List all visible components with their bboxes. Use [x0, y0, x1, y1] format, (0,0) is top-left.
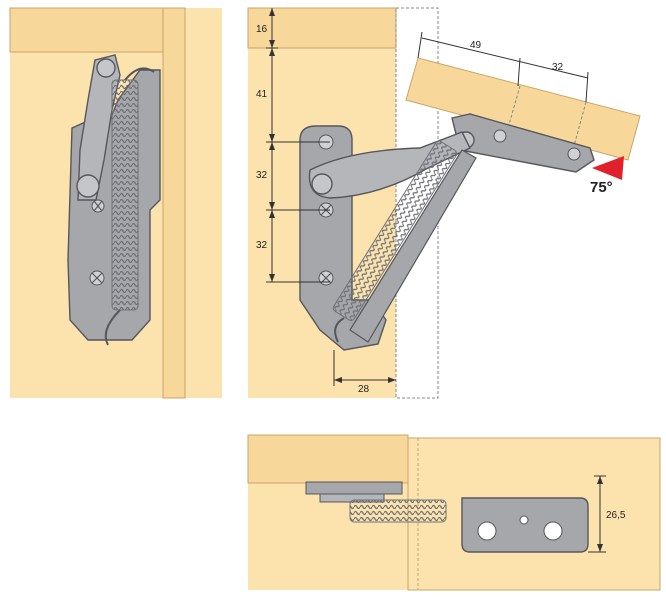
cabinet-top-board: [9, 7, 164, 53]
flap-dash-2: [573, 101, 587, 147]
lever-arm: [308, 131, 471, 199]
angle-arrow-icon: [592, 156, 624, 180]
hinge-lever-arm: [77, 54, 121, 201]
dim-flap-line: [417, 31, 589, 103]
panel-top-view: 26,5: [247, 434, 661, 591]
top-bracket-base: [305, 481, 403, 495]
dim-32-lower: 32: [256, 240, 268, 251]
dim-28: 28: [358, 384, 370, 395]
top-spring: [349, 499, 447, 523]
flap-screw-1: [493, 129, 507, 143]
door-plate-hole: [519, 515, 529, 525]
dim-28-line: [333, 350, 396, 386]
dim-49: 49: [470, 40, 482, 51]
pivot-pin-top: [96, 58, 116, 78]
spring-hook-bottom: [104, 309, 121, 346]
panel-open-view: 16 41 32 32 28 49 32 75°: [247, 7, 641, 399]
diagonal-spring: [332, 140, 458, 321]
dim-41: 41: [256, 89, 268, 100]
spring: [111, 79, 139, 311]
screw-cross: [91, 200, 103, 284]
dim-26-5: 26,5: [606, 510, 626, 521]
vertical-dimensions: [266, 8, 330, 283]
flap-screw-2: [567, 147, 581, 161]
panel-closed-view: [9, 7, 222, 399]
door-plate-slot-right: [543, 521, 563, 541]
dim-16: 16: [256, 24, 268, 35]
flap-dash-1: [507, 85, 521, 129]
angle-label: 75°: [590, 179, 613, 196]
spring-hook-lower: [334, 317, 345, 343]
arm-pivot: [311, 173, 333, 195]
spring-hook-top: [124, 67, 155, 81]
door-plate-slot-left: [477, 521, 497, 541]
cabinet-front-edge: [162, 7, 186, 399]
dim-26-5-line: [588, 475, 606, 553]
diagonal-strut: [349, 149, 477, 343]
top-view-top-board: [247, 434, 409, 484]
dim-32-upper: 32: [256, 170, 268, 181]
dim-32-top: 32: [552, 62, 564, 73]
opened-flap-board: [405, 57, 641, 161]
pivot-pin-lower: [76, 174, 100, 198]
